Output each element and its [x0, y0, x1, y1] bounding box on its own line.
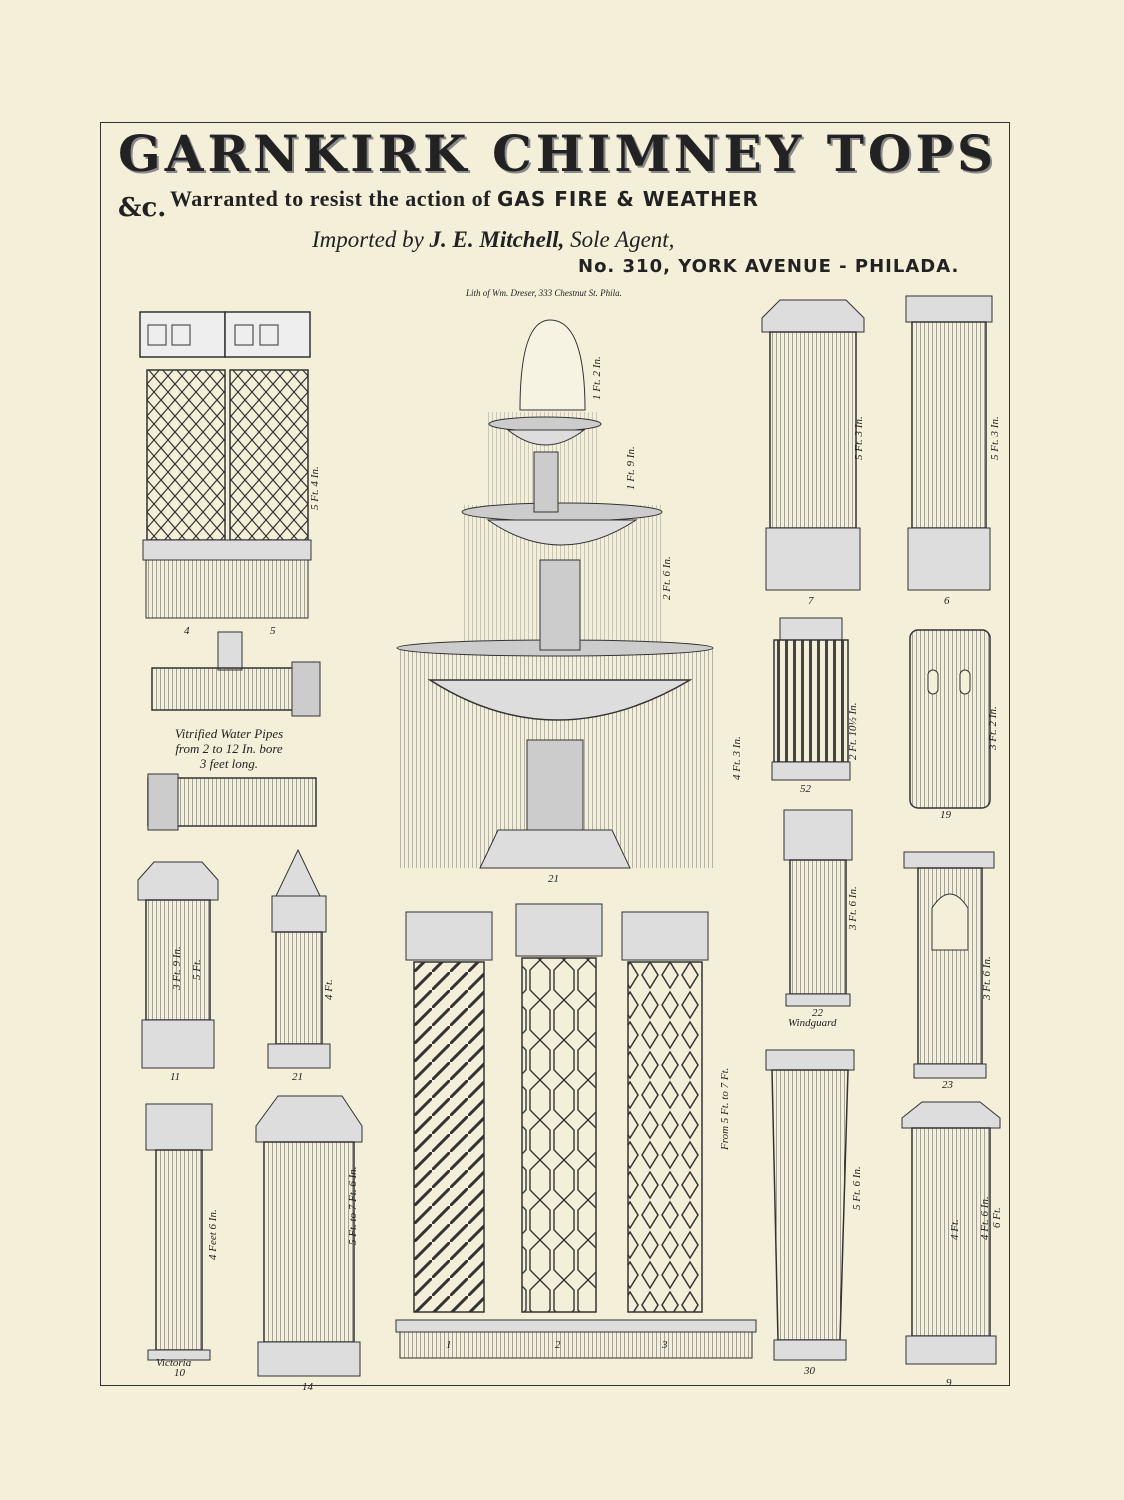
pipes-note-line3: 3 feet long. [199, 756, 259, 771]
label-4: 4 [184, 625, 190, 637]
fountain-dim-4: 4 Ft. 3 In. [731, 736, 743, 780]
title-text: GARNKIRK CHIMNEY TOPS [118, 124, 998, 183]
chimney-10-victoria [145, 1103, 213, 1361]
dim-7: 5 Ft. 3 In. [853, 416, 865, 460]
dim-23: 3 Ft. 6 In. [981, 956, 993, 1001]
dim-1-2-3: From 5 Ft. to 7 Ft. [719, 1068, 731, 1151]
dim-9-b: 4 Ft. 6 In. [979, 1196, 991, 1240]
dim-22: 3 Ft. 6 In. [847, 886, 859, 931]
dim-4-5: 5 Ft. 4 In. [309, 466, 321, 510]
label-11: 11 [170, 1071, 180, 1083]
importer-line: Imported by J. E. Mitchell, Sole Agent, [312, 227, 674, 253]
chimney-7 [761, 299, 865, 591]
label-14: 14 [302, 1381, 314, 1393]
label-victoria: Victoria [156, 1357, 192, 1369]
dim-52: 2 Ft. 10½ In. [847, 703, 859, 760]
dim-6: 5 Ft. 3 In. [989, 416, 1001, 460]
fountain-dim-1: 1 Ft. 2 In. [591, 356, 603, 400]
chimneys-1-2-3 [395, 903, 757, 1359]
imported-prefix: Imported by [312, 227, 424, 252]
title-suffix: &c. [118, 193, 167, 223]
dim-9-a: 4 Ft. [949, 1219, 961, 1240]
label-23: 23 [942, 1079, 954, 1091]
pipes-note-line1: Vitrified Water Pipes [174, 726, 284, 741]
label-2: 2 [555, 1339, 561, 1351]
label-3: 3 [661, 1339, 668, 1351]
chimney-30 [765, 1049, 855, 1361]
fountain-21 [396, 319, 716, 869]
dim-14: 5 Ft. to 7 Ft. 6 In. [347, 1166, 359, 1245]
water-pipes [147, 631, 321, 831]
chimney-23 [903, 851, 995, 1079]
dim-11-a: 3 Ft. 9 In. [171, 946, 183, 991]
label-7: 7 [808, 595, 814, 607]
label-fountain-21: 21 [548, 873, 559, 885]
dim-21-small: 4 Ft. [323, 979, 335, 1000]
label-30: 30 [803, 1365, 816, 1377]
dim-19: 3 Ft. 2 In. [987, 706, 999, 751]
dim-30: 5 Ft. 6 In. [851, 1166, 863, 1210]
label-10: 10 [174, 1367, 186, 1379]
chimney-6 [905, 295, 993, 591]
dim-11-b: 5 Ft. [191, 959, 203, 980]
label-windguard: Windguard [788, 1017, 837, 1029]
dim-10: 4 Feet 6 In. [207, 1209, 219, 1260]
page-border [100, 122, 1010, 1386]
label-21-small: 21 [292, 1071, 303, 1083]
fountain-dim-2: 1 Ft. 9 In. [625, 446, 637, 490]
subtitle-plain: Warranted to resist the action of [170, 186, 491, 211]
imported-suffix: Sole Agent, [570, 227, 675, 252]
chimney-14 [255, 1095, 363, 1377]
subtitle-emphasis: GAS FIRE & WEATHER [497, 187, 759, 211]
chimney-11 [137, 861, 219, 1069]
dim-9-c: 6 Ft. [991, 1207, 1003, 1228]
label-6: 6 [944, 595, 950, 607]
fountain-dim-3: 2 Ft. 6 In. [661, 556, 673, 600]
label-1: 1 [446, 1339, 452, 1351]
importer-name: J. E. Mitchell, [429, 227, 565, 252]
lithographer-credit: Lith of Wm. Dreser, 333 Chestnut St. Phi… [466, 288, 622, 298]
chimney-4-5 [139, 311, 312, 619]
chimney-9 [901, 1101, 1001, 1365]
address-line: No. 310, YORK AVENUE - PHILADA. [578, 256, 960, 277]
label-5: 5 [270, 625, 276, 637]
page-title: GARNKIRK CHIMNEY TOPS &c. [118, 124, 998, 242]
label-19: 19 [940, 809, 952, 821]
label-52: 52 [800, 783, 812, 795]
label-22: 22 [812, 1007, 824, 1019]
label-9: 9 [946, 1377, 952, 1389]
warranty-subtitle: Warranted to resist the action of GAS FI… [170, 186, 759, 212]
chimney-52 [771, 617, 851, 781]
water-pipes-note: Vitrified Water Pipes from 2 to 12 In. b… [154, 726, 304, 771]
pipes-note-line2: from 2 to 12 In. bore [175, 741, 283, 756]
chimney-19 [909, 629, 991, 809]
chimney-22 [783, 809, 853, 1007]
chimney-21-small [267, 848, 331, 1069]
